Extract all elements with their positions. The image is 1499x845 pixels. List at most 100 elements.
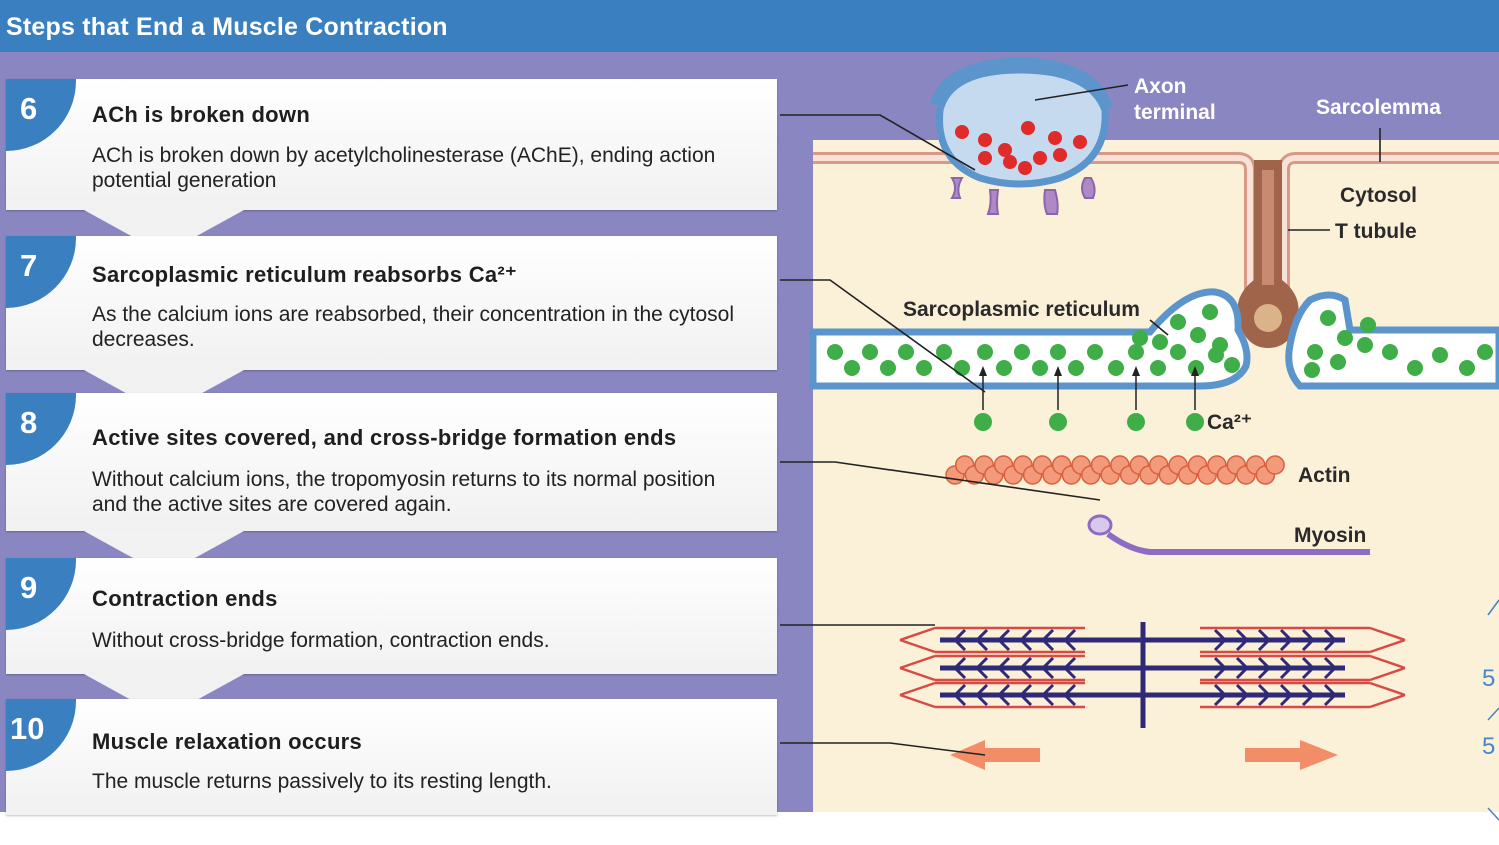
calcium-ion: [936, 344, 952, 360]
myosin-label: Myosin: [1294, 524, 1367, 547]
calcium-ion: [1459, 360, 1475, 376]
myosin-head: [1041, 656, 1055, 670]
myosin-head: [997, 656, 1011, 670]
header-bar: Steps that End a Muscle Contraction: [0, 0, 1499, 52]
step-title: Contraction ends: [92, 586, 278, 611]
myosin-head: [1019, 693, 1033, 707]
myosin-head: [1235, 683, 1249, 697]
thin-filament: [899, 654, 936, 670]
cytosol-label: Cytosol: [1340, 184, 1418, 207]
calcium-ion: [1190, 327, 1206, 343]
myosin-head: [1063, 628, 1077, 642]
myosin-head: [1279, 666, 1293, 680]
myosin-head: [997, 693, 1011, 707]
myosin-head: [1019, 666, 1033, 680]
myosin-head: [1213, 656, 1227, 670]
myosin-head: [975, 628, 989, 642]
myosin-head: [975, 656, 989, 670]
thin-filament: [1369, 626, 1406, 642]
ach-vesicles: [955, 121, 1087, 175]
myosin-head: [1257, 656, 1271, 670]
step-title: Muscle relaxation occurs: [92, 729, 363, 754]
myosin-head: [1323, 693, 1337, 707]
calcium-ion: [1337, 330, 1353, 346]
actin-filament: [945, 455, 1285, 485]
calcium-ion: [880, 360, 896, 376]
step-description: Without cross-bridge formation, contract…: [92, 629, 550, 652]
myosin-head: [1019, 628, 1033, 642]
calcium-ion: [1382, 344, 1398, 360]
step-description: ACh is broken down by acetylcholinestera…: [92, 144, 716, 192]
calcium-ion: [1212, 337, 1228, 353]
myosin-head: [975, 683, 989, 697]
ach-molecule: [1021, 121, 1035, 135]
step-title: ACh is broken down: [92, 102, 311, 127]
step-number-badge: 10: [6, 699, 76, 771]
relaxation-arrows: [950, 740, 1338, 770]
calcium-ion: [974, 413, 992, 431]
ach-molecule: [998, 143, 1012, 157]
calcium-ion: [996, 360, 1012, 376]
ach-molecule: [1073, 135, 1087, 149]
myosin-head: [953, 638, 967, 652]
calcium-ion: [844, 360, 860, 376]
myosin-head: [1041, 683, 1055, 697]
axon-terminal-label: Axon: [1134, 75, 1187, 98]
ach-molecule: [955, 125, 969, 139]
thin-filament: [899, 626, 936, 642]
step-9-card: 9 Contraction ends Without cross-bridge …: [6, 558, 777, 674]
step-8-card: 8 Active sites covered, and cross-bridge…: [6, 393, 777, 531]
sr-calcium-ions: [827, 304, 1493, 378]
calcium-label: Ca²⁺: [1207, 411, 1252, 434]
myosin-head: [1235, 628, 1249, 642]
thin-filament: [1369, 693, 1406, 709]
sarcoplasmic-reticulum-label: Sarcoplasmic reticulum: [903, 298, 1140, 321]
ach-molecule: [978, 151, 992, 165]
myosin-head: [1323, 628, 1337, 642]
myosin-head: [953, 693, 967, 707]
myosin-head: [953, 628, 967, 642]
myosin-head: [1301, 666, 1315, 680]
myosin-head: [1257, 693, 1271, 707]
calcium-ion: [1357, 337, 1373, 353]
t-tubule-label: T tubule: [1335, 220, 1417, 243]
myosin-head: [1041, 628, 1055, 642]
calcium-ion: [1170, 314, 1186, 330]
step-10-card: 10 Muscle relaxation occurs The muscle r…: [6, 699, 777, 815]
step-description: As the calcium ions are reabsorbed, thei…: [92, 303, 735, 351]
myosin-head: [1257, 683, 1271, 697]
calcium-ion: [977, 344, 993, 360]
myosin-head: [1063, 666, 1077, 680]
myosin-head: [1279, 638, 1293, 652]
myosin-head: [1301, 656, 1315, 670]
myosin-head: [1063, 693, 1077, 707]
ach-receptors: [950, 177, 1096, 215]
calcium-ion: [898, 344, 914, 360]
myosin-head: [953, 683, 967, 697]
calcium-ion: [1304, 362, 1320, 378]
free-calcium-ions: [974, 366, 1204, 431]
thin-filament: [1369, 681, 1406, 697]
step-title: Active sites covered, and cross-bridge f…: [92, 425, 677, 450]
bottom-strip: [0, 812, 1499, 845]
sarcolemma-membrane: [813, 152, 1499, 290]
calcium-ion: [1049, 413, 1067, 431]
myosin-head: [975, 638, 989, 652]
myosin-head: [953, 666, 967, 680]
thin-filament: [899, 681, 936, 697]
edge-fragment-2: 5: [1482, 733, 1496, 760]
myosin-head: [1235, 666, 1249, 680]
calcium-ion: [1032, 360, 1048, 376]
calcium-ion: [1330, 354, 1346, 370]
myosin-head: [1323, 638, 1337, 652]
myosin-head: [1257, 628, 1271, 642]
actin-label: Actin: [1298, 464, 1351, 487]
calcium-ion: [1152, 334, 1168, 350]
calcium-ion: [1360, 317, 1376, 333]
actin-bead: [1265, 455, 1285, 475]
myosin-head: [1235, 656, 1249, 670]
myosin-head: [1063, 683, 1077, 697]
calcium-ion: [1068, 360, 1084, 376]
myosin-head: [1323, 666, 1337, 680]
